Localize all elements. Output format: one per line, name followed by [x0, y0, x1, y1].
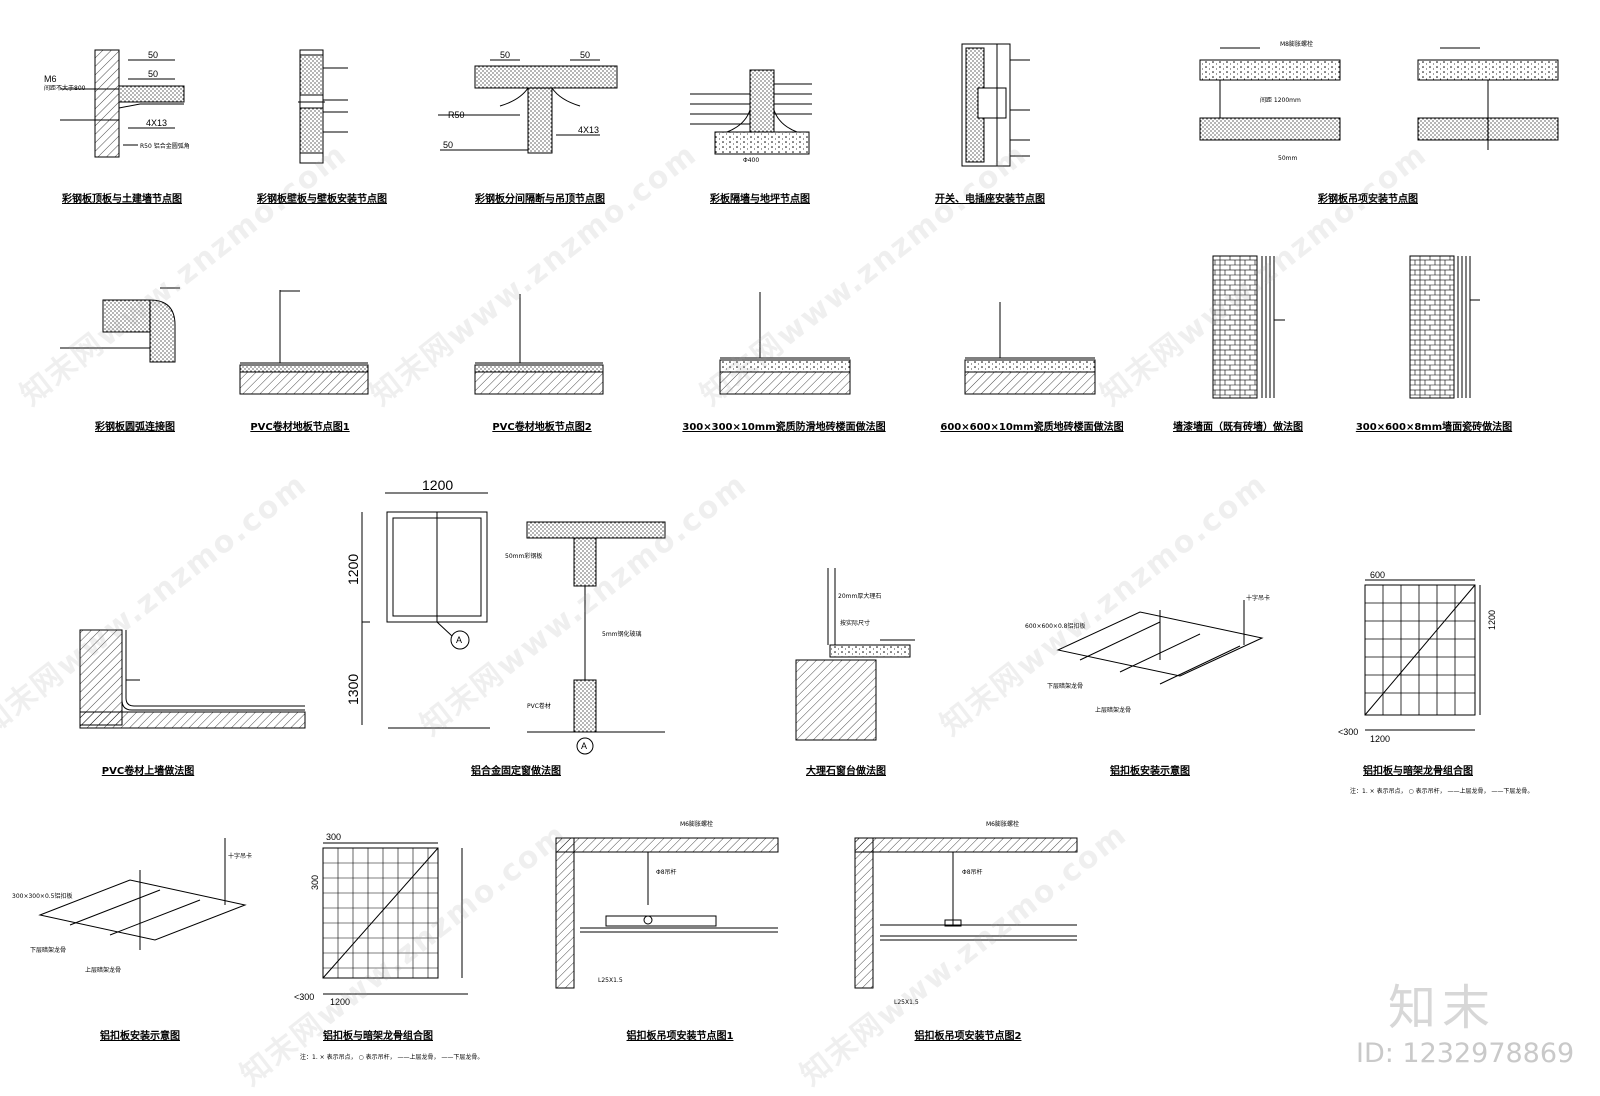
dim-d3-4x13: 4X13: [578, 125, 599, 135]
dim-h2-trim: L25X1.5: [894, 999, 919, 1006]
detail-window-section: [526, 521, 666, 755]
detail-hanger-section-1: [555, 837, 779, 989]
dim-d1-4x13: 4X13: [146, 118, 167, 128]
dim-d3-r50: R50: [448, 110, 465, 120]
caption-pvc-floor-2: PVC卷材地板节点图2: [492, 422, 592, 433]
dim-window-panel: 50mm彩钢板: [505, 552, 542, 560]
legend-note-300: 注：1. × 表示吊点， ○ 表示吊杆， ——上层龙骨， ——下层龙骨。: [300, 1054, 484, 1061]
dim-d6-m8: M8膨胀螺栓: [1280, 40, 1313, 48]
dim-g300-bot: 1200: [330, 997, 350, 1007]
caption-ceiling-hanger: 彩钢板吊项安装节点图: [1318, 194, 1418, 205]
dim-d3-50a: 50: [500, 50, 510, 60]
caption-pvc-floor-1: PVC卷材地板节点图1: [250, 422, 350, 433]
dim-window-glass: 5mm钢化玻璃: [602, 630, 642, 638]
detail-pvc-floor-1: [239, 290, 369, 395]
dim-window-h2: 1300: [345, 674, 361, 705]
dim-iso-upper: 上层暗架龙骨: [1095, 706, 1131, 714]
dim-h1-rod: Φ8吊杆: [656, 868, 677, 876]
legend-note-600: 注：1. × 表示吊点， ○ 表示吊杆， ——上层龙骨， ——下层龙骨。: [1350, 788, 1534, 795]
dim-iso-cross: 十字吊卡: [1246, 594, 1270, 602]
dim-h1-trim: L25X1.5: [598, 977, 623, 984]
dim-h2-m6: M6膨胀螺栓: [986, 820, 1019, 828]
detail-tile-floor-300: [719, 292, 851, 395]
dim-window-w: 1200: [422, 477, 453, 493]
detail-marble-sill: [795, 568, 915, 741]
detail-partition-floor: [690, 69, 812, 155]
detail-pvc-up-wall: [79, 629, 306, 729]
caption-alu-window: 铝合金固定窗做法图: [471, 766, 561, 777]
dim-window-pvc: PVC卷材: [527, 702, 551, 710]
dim-d1-bolt: 间距不大于800: [44, 84, 86, 92]
dim-iso300-lower: 下层暗架龙骨: [30, 946, 66, 954]
dim-d3-50c: 50: [443, 140, 453, 150]
dim-window-a: A: [456, 635, 462, 645]
caption-arc-connection: 彩钢板圆弧连接图: [95, 422, 175, 433]
detail-switch-socket: [961, 43, 1030, 167]
dim-window-a2: A: [581, 741, 587, 751]
dim-g600-bot: 1200: [1370, 734, 1390, 744]
dim-iso300-panel: 300×300×0.5铝扣板: [12, 892, 73, 900]
caption-grid-plan-300: 铝扣板与暗架龙骨组合图: [323, 1031, 433, 1042]
detail-paint-wall: [1212, 255, 1285, 399]
caption-wall-tile: 300×600×8mm墙面瓷砖做法图: [1355, 422, 1513, 433]
detail-wall-tile: [1409, 255, 1480, 399]
caption-alu-panel-iso-600: 铝扣板安装示意图: [1110, 766, 1190, 777]
dim-d6-spacing: 间距 1200mm: [1260, 96, 1301, 104]
caption-ceiling-to-wall: 彩钢板顶板与土建墙节点图: [62, 194, 182, 205]
dim-h2-rod: Φ8吊杆: [962, 868, 983, 876]
caption-tile-floor-300: 300×300×10mm瓷质防滑地砖楼面做法图: [682, 422, 886, 433]
dim-sill-actual: 按实际尺寸: [840, 619, 870, 627]
caption-partition-floor: 彩板隔墙与地坪节点图: [710, 194, 810, 205]
caption-hanger-section-1: 铝扣板吊项安装节点图1: [626, 1031, 734, 1042]
caption-tile-floor-600: 600×600×10mm瓷质地砖楼面做法图: [940, 422, 1124, 433]
dim-h1-m6: M6膨胀螺栓: [680, 820, 713, 828]
detail-ceiling-hanger: [1199, 47, 1559, 150]
detail-grid-plan-300: [322, 842, 468, 995]
caption-hanger-section-2: 铝扣板吊项安装节点图2: [914, 1031, 1022, 1042]
detail-hanger-section-2: [854, 837, 1078, 989]
dim-d1-m6: M6: [44, 74, 57, 84]
dim-g300-side: 300: [310, 875, 320, 890]
dim-g600-side: 1200: [1487, 610, 1497, 630]
caption-marble-sill: 大理石窗台做法图: [806, 766, 886, 777]
caption-partition-ceiling: 彩钢板分间隔断与吊顶节点图: [475, 194, 605, 205]
dim-g600-corner: <300: [1338, 727, 1358, 737]
dim-iso300-cross: 十字吊卡: [228, 852, 252, 860]
dim-d4-phi: Φ400: [743, 157, 759, 164]
brand-image-id: ID: 1232978869: [1356, 1038, 1575, 1069]
caption-wall-panel-joint: 彩钢板壁板与壁板安装节点图: [257, 194, 387, 205]
dim-g600-top: 600: [1370, 570, 1385, 580]
dim-iso-600: 600×600×0.8铝扣板: [1025, 622, 1086, 630]
dim-g300-corner: <300: [294, 992, 314, 1002]
dim-d1-50b: 50: [148, 69, 158, 79]
detail-arc-connection: [60, 287, 180, 363]
detail-ceiling-to-wall: [60, 49, 185, 158]
dim-d3-50b: 50: [580, 50, 590, 60]
detail-tile-floor-600: [964, 302, 1096, 395]
caption-switch-socket: 开关、电插座安装节点图: [935, 194, 1045, 205]
dim-g300-top: 300: [326, 832, 341, 842]
dim-iso-lower: 下层暗架龙骨: [1047, 682, 1083, 690]
dim-d1-r50: R50 铝合金圆弧角: [140, 142, 190, 150]
annotations: 50 50 M6 间距不大于800 4X13 R50 铝合金圆弧角 50 50 …: [12, 40, 1497, 1007]
detail-alu-panel-iso-300: [38, 838, 247, 950]
caption-alu-panel-iso-300: 铝扣板安装示意图: [100, 1031, 180, 1042]
dim-iso300-upper: 上层暗架龙骨: [85, 966, 121, 974]
dim-d6-50mm: 50mm: [1278, 155, 1297, 162]
caption-pvc-up-wall: PVC卷材上墙做法图: [101, 766, 195, 777]
dim-window-h1: 1200: [345, 554, 361, 585]
dim-d1-50a: 50: [148, 50, 158, 60]
detail-window-elevation: [361, 492, 490, 729]
detail-partition-ceiling: [438, 59, 618, 154]
detail-alu-panel-iso-600: [1056, 600, 1264, 685]
detail-grid-plan-600: [1364, 579, 1481, 731]
brand-logo: 知末: [1388, 980, 1497, 1036]
detail-pvc-floor-2: [474, 294, 604, 395]
caption-paint-wall: 墙漆墙面（既有砖墙）做法图: [1173, 422, 1303, 433]
dim-sill-marble: 20mm厚大理石: [838, 592, 881, 600]
caption-grid-plan-600: 铝扣板与暗架龙骨组合图: [1363, 766, 1473, 777]
detail-wall-panel-joint: [298, 49, 348, 164]
